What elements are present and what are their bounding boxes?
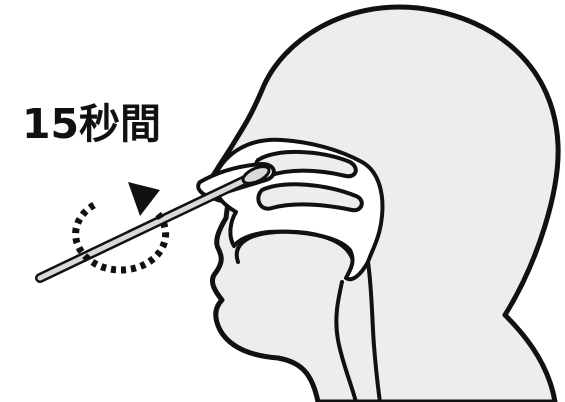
- swab-tip: [241, 165, 271, 185]
- duration-label: 15秒間: [22, 100, 162, 148]
- throat-channel-back: [366, 260, 382, 402]
- rotation-dotted-arc: [72, 201, 170, 274]
- circular-dotted-arrow-icon: [72, 182, 170, 274]
- nasal-swab: [35, 165, 271, 283]
- turbinate-middle: [256, 182, 364, 213]
- throat-channel-front: [334, 280, 358, 402]
- palate-line: [234, 229, 354, 264]
- rotation-arrowhead: [128, 182, 160, 216]
